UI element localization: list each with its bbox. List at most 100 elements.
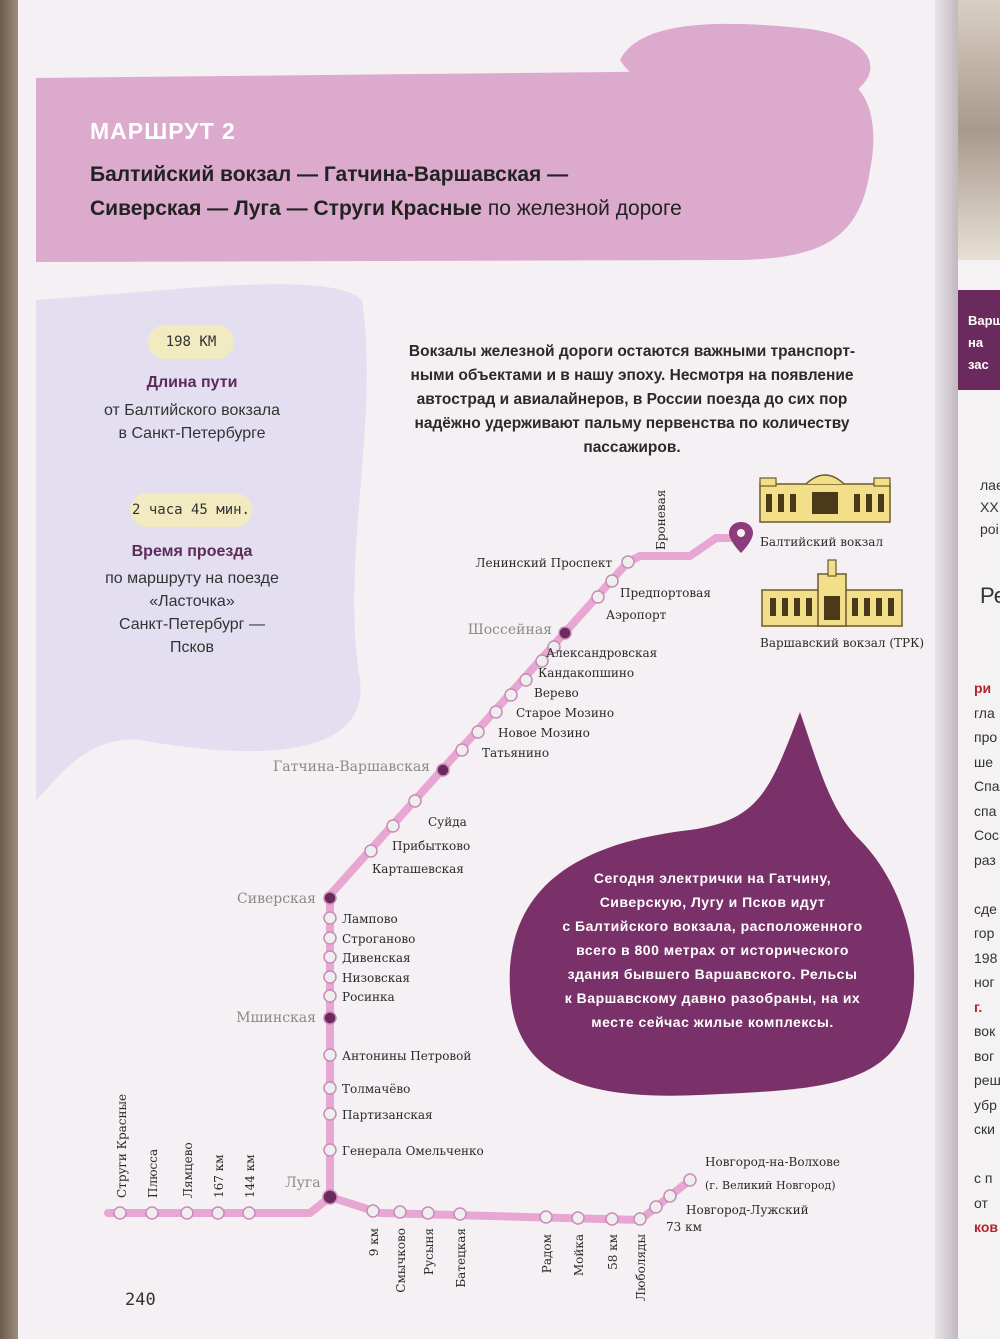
dot-verevo: [519, 673, 533, 687]
w3: про: [974, 729, 998, 745]
frag2: XX: [980, 499, 999, 515]
dot-batetskaya: [453, 1207, 467, 1221]
text-frag-top: лае XX роі: [980, 474, 1000, 540]
distance-pill: 198 КМ: [148, 325, 234, 359]
w17: убр: [974, 1096, 997, 1113]
dot-rusynya: [421, 1206, 435, 1220]
label-lyamtsevo: Лямцево: [181, 1142, 195, 1198]
dot-kandakopshino: [535, 654, 549, 668]
route-title: Балтийский вокзал — Гатчина-Варшавская —…: [90, 158, 810, 226]
label-radom: Радом: [540, 1234, 554, 1273]
label-gatchina: Гатчина-Варшавская: [273, 759, 430, 775]
dot-lyamtsevo: [180, 1206, 194, 1220]
duration-desc-line2: «Ласточка»: [149, 593, 235, 610]
label-tolmachevo: Толмачёво: [342, 1082, 410, 1096]
label-plyussa: Плюсса: [146, 1149, 160, 1198]
dot-novoe-mozino: [471, 725, 485, 739]
header-blob: [620, 23, 871, 109]
dot-km9: [366, 1204, 380, 1218]
label-aleksandrovskaya: Александровская: [546, 646, 657, 660]
track-branch: [104, 1176, 694, 1224]
page-number: 240: [125, 1290, 156, 1310]
dot-predportovaya: [605, 574, 619, 588]
label-terminal2: Варшавский вокзал (ТРК): [760, 636, 924, 650]
label-luga: Луга: [285, 1175, 321, 1191]
label-mshinskaya: Мшинская: [236, 1010, 316, 1026]
label-km9: 9 км: [367, 1228, 381, 1256]
label-nizovskaya: Низовская: [342, 971, 410, 985]
dot-km167: [211, 1206, 225, 1220]
banner-line1: Варш: [968, 313, 1000, 328]
label-siverskaya: Сиверская: [237, 891, 316, 907]
dot-novgorod-luzhsky: [663, 1189, 677, 1203]
frag1: лае: [980, 477, 1000, 493]
dot-leninsky: [621, 555, 635, 569]
label-suyda: Суйда: [428, 815, 467, 829]
label-lampovo: Лампово: [342, 912, 398, 926]
w7: Сос: [974, 827, 999, 843]
distance-desc: от Балтийского вокзала в Санкт-Петербург…: [72, 399, 312, 445]
dot-nizovskaya: [323, 970, 337, 984]
duration-label: Время проезда: [131, 543, 253, 560]
dot-luga: [322, 1189, 338, 1205]
dot-kartashevskaya: [364, 844, 378, 858]
intro-paragraph: Вокзалы железной дороги остаются важными…: [352, 340, 912, 460]
label-kandakopshino: Кандакопшино: [538, 666, 634, 680]
label-strugi: Струги Красные: [115, 1094, 129, 1198]
label-divenskaya: Дивенская: [342, 951, 411, 965]
dot-pribytkovo: [386, 819, 400, 833]
info-bubble: [509, 712, 915, 1096]
w4: ше: [974, 753, 994, 770]
w12: ног: [974, 974, 995, 990]
dot-smychkovo: [393, 1205, 407, 1219]
duration-desc: по маршруту на поезде «Ласточка» Санкт-П…: [72, 567, 312, 659]
title-line1: Балтийский вокзал — Гатчина-Варшавская —: [90, 163, 569, 186]
label-staroe-mozino: Старое Мозино: [516, 706, 614, 720]
duration-desc-line1: по маршруту на поезде: [105, 570, 279, 587]
w6: спа: [974, 802, 997, 819]
duration-desc-line3: Санкт-Петербург —: [119, 616, 265, 633]
dot-divenskaya: [323, 950, 337, 964]
label-km58: 58 км: [606, 1234, 620, 1270]
dot-km144: [242, 1206, 256, 1220]
label-stroganovo: Строганово: [342, 932, 415, 946]
dot-tatyanino: [455, 743, 469, 757]
banner-text: Варш на зас: [968, 310, 1000, 376]
label-novgorod: Новгород-на-Волхове: [705, 1155, 840, 1169]
header-band: [36, 70, 874, 262]
label-omelchenko: Генерала Омельченко: [342, 1144, 484, 1158]
dot-siverskaya: [323, 891, 337, 905]
w18: ски: [974, 1121, 995, 1137]
heading-frag: Ре: [980, 583, 1000, 608]
label-rosinka: Росинка: [342, 990, 395, 1004]
dot-partizanskaya: [323, 1107, 337, 1121]
label-verevo: Верево: [534, 686, 579, 700]
banner-fragment: [958, 290, 1000, 390]
dot-suyda: [408, 794, 422, 808]
label-lyubolyady: Люболяды: [634, 1234, 648, 1301]
w1: ри: [974, 680, 992, 696]
bubble-line6: к Варшавскому давно разобраны, на их: [564, 990, 861, 1006]
baltic-station-icon: [759, 474, 891, 523]
dot-novgorod: [683, 1173, 697, 1187]
dot-omelchenko: [323, 1143, 337, 1157]
intro-line1: Вокзалы железной дороги остаются важными…: [408, 343, 856, 360]
photo-fragment: [958, 0, 1000, 260]
dot-stroganovo: [323, 931, 337, 945]
w14: вок: [974, 1023, 996, 1039]
label-moyka: Мойка: [572, 1234, 586, 1276]
label-km144: 144 км: [243, 1154, 257, 1198]
book-edge: [0, 0, 22, 1339]
dot-staroe-mozino: [489, 705, 503, 719]
dot-shosseynaya: [558, 626, 572, 640]
w11: 198: [974, 949, 998, 966]
dot-tolmachevo: [323, 1081, 337, 1095]
label-leninsky: Ленинский Проспект: [476, 556, 613, 570]
dot-km58: [605, 1212, 619, 1226]
label-shosseynaya: Шоссейная: [468, 622, 552, 638]
bubble-line5: здания бывшего Варшавского. Рельсы: [567, 966, 858, 982]
w16: реш: [974, 1072, 1000, 1088]
